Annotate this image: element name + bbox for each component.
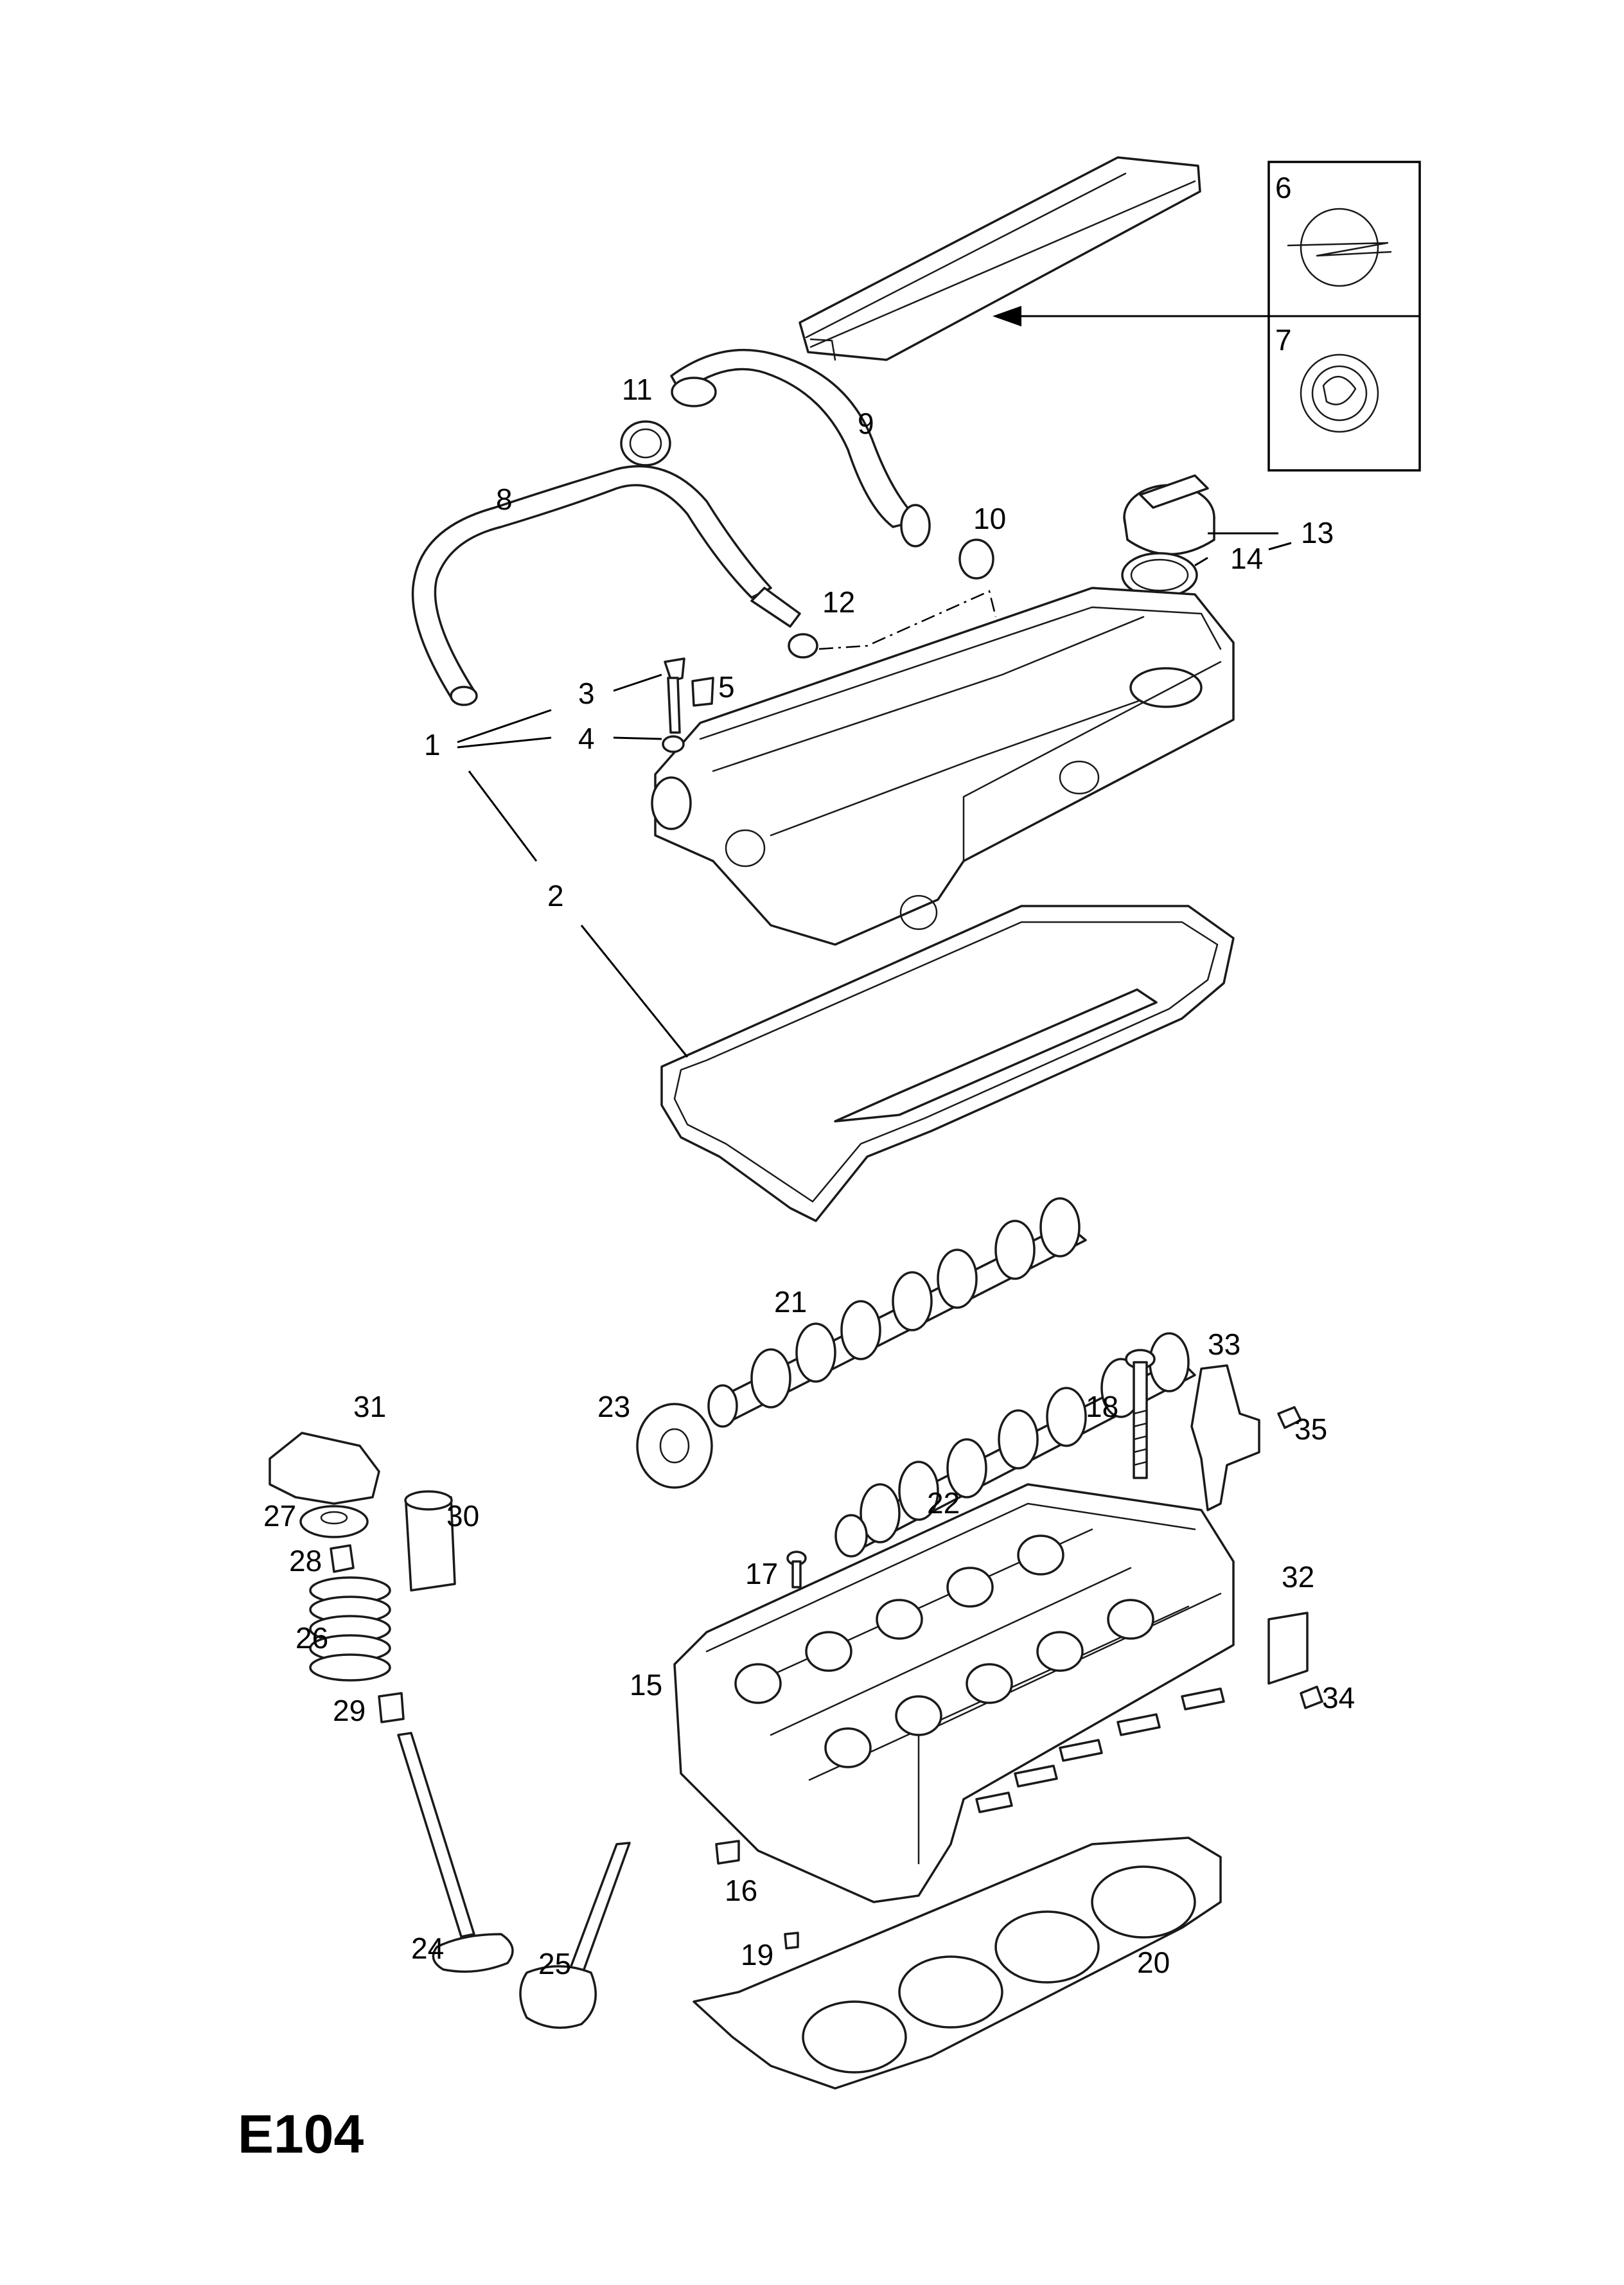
callout-21: 21 [774,1285,807,1319]
diagram-code: E104 [238,2104,364,2164]
callout-35: 35 [1294,1412,1327,1446]
engine-cover [799,156,1201,361]
bracket [1190,1364,1302,1511]
callout-13: 13 [1301,516,1334,549]
callout-29: 29 [333,1694,366,1727]
callout-9: 9 [858,407,874,440]
callout-16: 16 [725,1874,757,1907]
valve-collets [330,1544,355,1573]
callout-2: 2 [547,879,564,912]
head-bolt [1125,1349,1156,1479]
valve-spring [309,1576,391,1682]
cover-bolt-washer-clip [662,657,714,753]
callout-17: 17 [745,1557,778,1590]
callout-33: 33 [1208,1328,1240,1361]
cam-cover-gasket [660,905,1235,1222]
camshaft-cover [651,587,1235,946]
callout-25: 25 [538,1947,571,1980]
callout-6: 6 [1275,171,1292,204]
head-bolts-small [715,1551,807,1950]
callout-4: 4 [578,722,595,755]
cylinder-head [673,1483,1235,1903]
callout-18: 18 [1086,1390,1118,1423]
oil-filler-cap [1121,474,1215,598]
callout-3: 3 [578,677,595,710]
callout-30: 30 [446,1499,479,1533]
callout-26: 26 [296,1621,328,1655]
valve-spring-retainer [299,1505,369,1538]
callout-8: 8 [496,483,513,516]
leader-lines [457,532,1292,1058]
callout-22: 22 [927,1486,960,1520]
cover-plate [1267,1612,1323,1709]
callout-labels: 1 2 3 4 5 6 7 8 9 10 11 12 13 14 15 16 1… [263,171,1355,1980]
callout-11: 11 [622,373,653,406]
emblem-inset [1267,161,1421,472]
hose-clamps [620,420,994,659]
callout-12: 12 [822,585,855,619]
callout-19: 19 [741,1938,773,1971]
callout-10: 10 [973,502,1006,535]
hydraulic-lifter [404,1490,456,1592]
exhaust-valve [519,1842,631,2029]
inlet-valve [397,1732,514,1973]
callout-1: 1 [424,728,441,761]
callout-34: 34 [1322,1681,1355,1714]
camshaft-sensor-wheel [636,1403,713,1489]
callout-15: 15 [630,1668,662,1702]
callout-27: 27 [263,1499,296,1533]
callout-5: 5 [718,670,735,704]
callout-32: 32 [1282,1560,1314,1594]
callout-24: 24 [411,1932,444,1965]
callout-31: 31 [353,1390,386,1423]
callout-23: 23 [597,1390,630,1423]
callout-20: 20 [1137,1946,1170,1979]
valve-stem-seal [378,1692,405,1723]
callout-28: 28 [289,1544,322,1578]
callout-14: 14 [1230,542,1263,575]
rocker-arm [269,1432,380,1505]
head-gasket [693,1836,1222,2090]
camshaft-inlet [707,1197,1087,1428]
callout-7: 7 [1275,323,1292,357]
breather-hose [411,348,931,706]
